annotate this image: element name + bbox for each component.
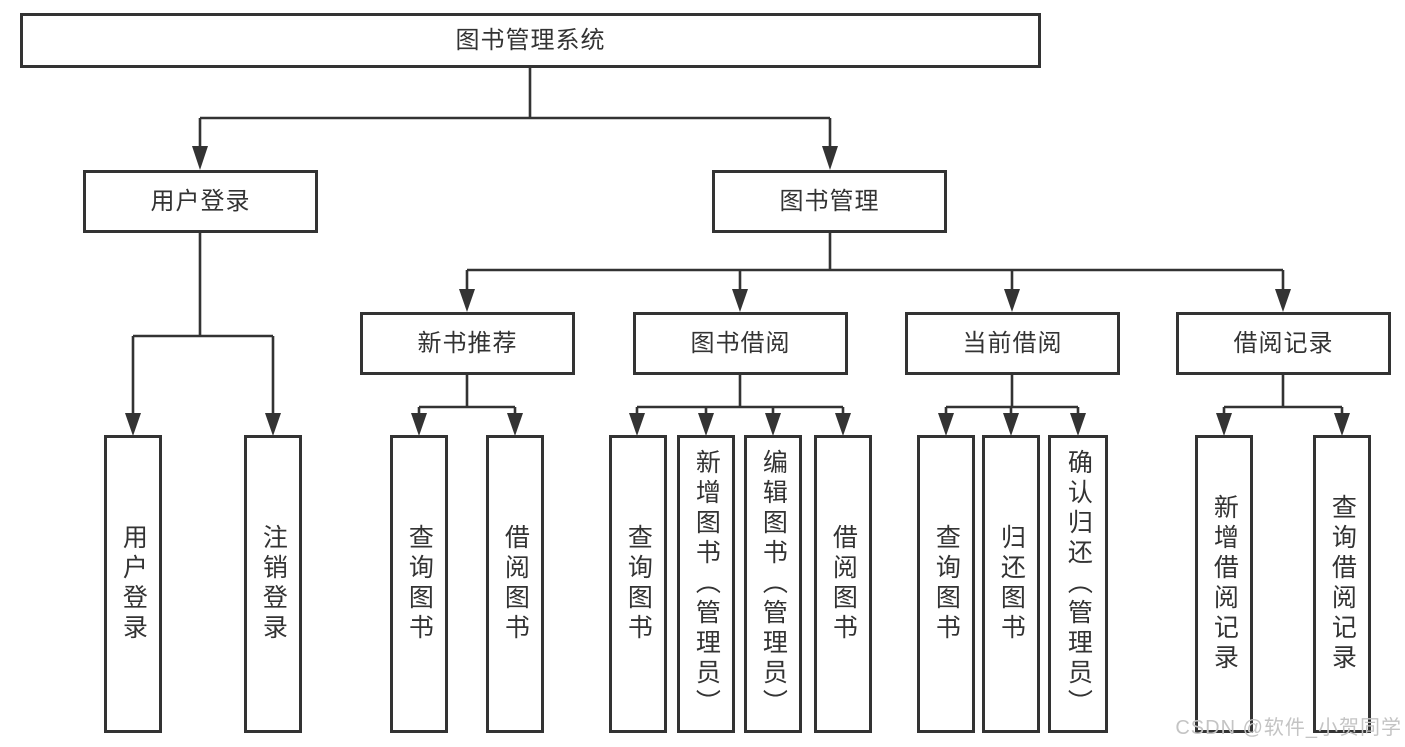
leaf-user-login: 用户登录	[104, 435, 162, 733]
leaf-edit-book-admin: 编辑图书（管理员）	[744, 435, 802, 733]
leaf-confirm-return-admin: 确认归还（管理员）	[1048, 435, 1108, 733]
node-root-system: 图书管理系统	[20, 13, 1041, 68]
leaf-borrow-books-recommend: 借阅图书	[486, 435, 544, 733]
node-borrow-records: 借阅记录	[1176, 312, 1391, 375]
leaf-query-borrow-record: 查询借阅记录	[1313, 435, 1371, 733]
leaf-borrow-books: 借阅图书	[814, 435, 872, 733]
leaf-query-books-borrow: 查询图书	[609, 435, 667, 733]
leaf-return-book: 归还图书	[982, 435, 1040, 733]
node-user-login: 用户登录	[83, 170, 318, 233]
node-current-borrow: 当前借阅	[905, 312, 1120, 375]
node-book-management: 图书管理	[712, 170, 947, 233]
leaf-add-book-admin: 新增图书（管理员）	[677, 435, 735, 733]
node-new-book-recommend: 新书推荐	[360, 312, 575, 375]
leaf-logout-login: 注销登录	[244, 435, 302, 733]
leaf-add-borrow-record: 新增借阅记录	[1195, 435, 1253, 733]
node-book-borrow: 图书借阅	[633, 312, 848, 375]
leaf-query-books-recommend: 查询图书	[390, 435, 448, 733]
watermark: CSDN @软件_小贺同学	[1175, 717, 1402, 739]
arrowheads	[125, 146, 1350, 436]
leaf-query-books-current: 查询图书	[917, 435, 975, 733]
